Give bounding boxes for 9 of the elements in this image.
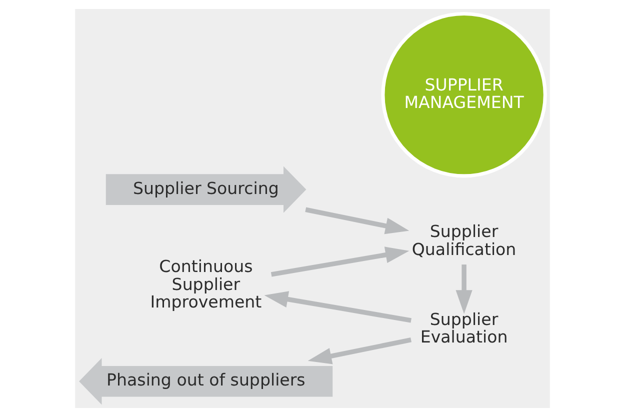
node-text: Continuous Supplier Improvement (150, 256, 262, 312)
arrow (308, 337, 412, 364)
node-text: Supplier Evaluation (420, 309, 508, 346)
arrow (270, 246, 410, 276)
node-text: Supplier Qualification (412, 222, 516, 258)
node-circle: SUPPLIER MANAGEMENT (381, 11, 547, 178)
arrow (305, 206, 410, 234)
arrow (456, 264, 472, 314)
arrow (264, 290, 412, 322)
